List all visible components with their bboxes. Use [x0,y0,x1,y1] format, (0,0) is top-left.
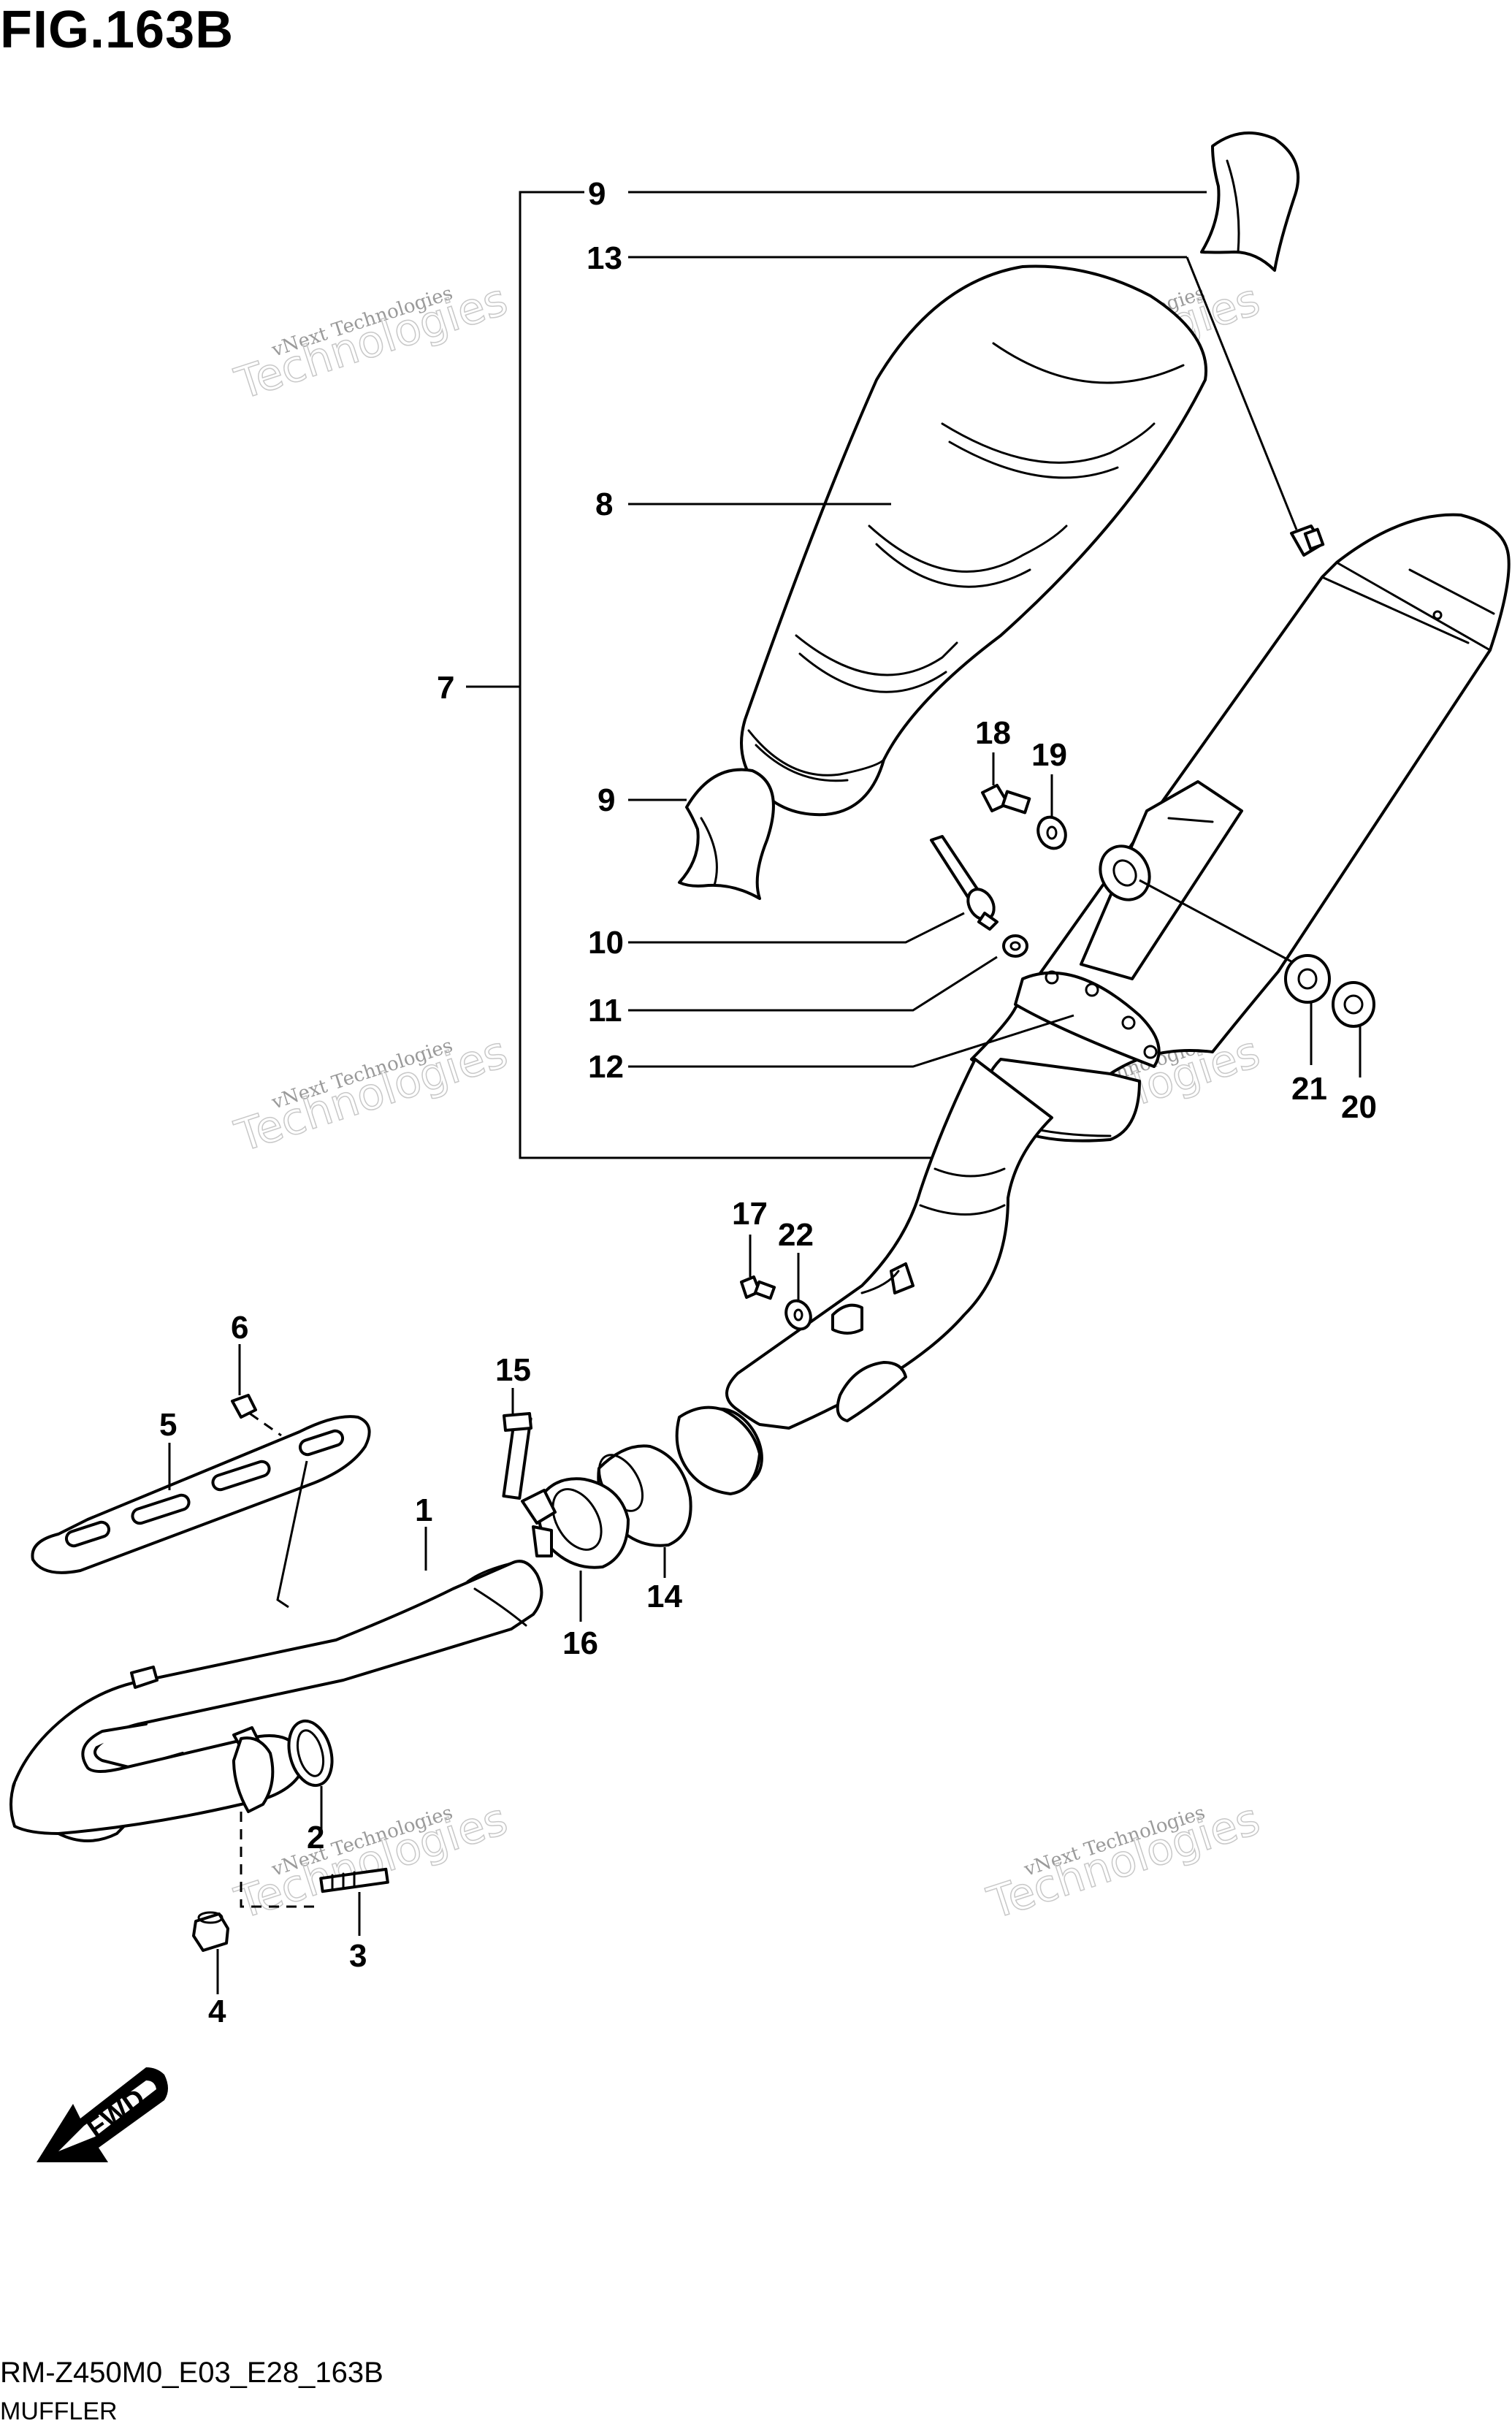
callout-14: 14 [646,1579,682,1614]
part-19-washer [1036,774,1067,850]
watermark-top-left: vNext Technologies Technologies [229,273,514,410]
callout-4: 4 [208,1994,226,2029]
leader-shield-to-pipe [276,1460,308,1609]
callout-20: 20 [1341,1089,1377,1125]
part-10-rivet [628,835,999,944]
callout-22: 22 [778,1217,814,1253]
figure-title: FIG.163B [0,1,234,59]
part-12-leader [628,1014,1074,1068]
muffler-body [970,513,1511,1143]
part-5-heat-shield [31,1415,371,1574]
part-13-bolt [628,256,1325,557]
callout-7: 7 [437,670,454,706]
callout-19: 19 [1031,737,1067,773]
part-8-insulation [628,264,1207,817]
watermark-bottom-left: vNext Technologies Technologies [229,1793,514,1929]
callout-2: 2 [307,1820,324,1855]
part-17-bolt [740,1235,776,1300]
part-9-top-seal [628,131,1300,272]
part-1-exhaust-pipe [9,1527,543,1842]
callout-15: 15 [495,1352,531,1388]
fwd-arrow: FWD [37,2067,168,2162]
callout-10: 10 [588,925,624,961]
diagram-name: MUFFLER [0,2398,118,2425]
part-22-washer [784,1253,812,1331]
part-4-nut [192,1911,229,1994]
callout-9-lower: 9 [597,782,615,818]
callout-17: 17 [732,1196,768,1232]
watermark-mid-left: vNext Technologies Technologies [229,1026,514,1162]
callout-11: 11 [588,993,622,1029]
part-11-washer [628,934,1028,1012]
callout-1: 1 [415,1492,432,1528]
bracket-line [519,191,971,1159]
assembly-7-bracket [466,191,971,1159]
callout-13: 13 [587,240,622,276]
callout-18: 18 [975,715,1011,751]
part-3-stud [319,1867,389,1936]
callout-9-top: 9 [588,176,606,212]
callout-labels: 9 13 8 7 9 10 11 12 18 19 21 20 17 22 6 … [159,176,1377,2029]
dashed-guide-stud [240,1812,314,1908]
part-15-bolt [502,1388,532,1500]
muffler-grommet [1099,844,1297,966]
callout-5: 5 [159,1407,177,1443]
part-18-bolt [981,752,1031,815]
callout-6: 6 [231,1310,248,1346]
part-16-clamp [521,1477,630,1622]
callout-16: 16 [562,1625,598,1661]
part-6-bolt [231,1344,282,1437]
part-1-seal-ring [287,1719,334,1834]
callout-21: 21 [1291,1071,1327,1107]
callout-3: 3 [349,1938,367,1974]
part-20-collar [1332,981,1375,1077]
mid-pipe [675,1058,1053,1495]
part-9-lower-seal [628,768,775,900]
callout-12: 12 [588,1049,624,1085]
watermark-bottom-right: vNext Technologies Technologies [981,1793,1267,1929]
diagram-code: RM-Z450M0_E03_E28_163B [0,2357,383,2389]
part-21-grommet [1284,954,1331,1065]
callout-8: 8 [595,487,613,522]
